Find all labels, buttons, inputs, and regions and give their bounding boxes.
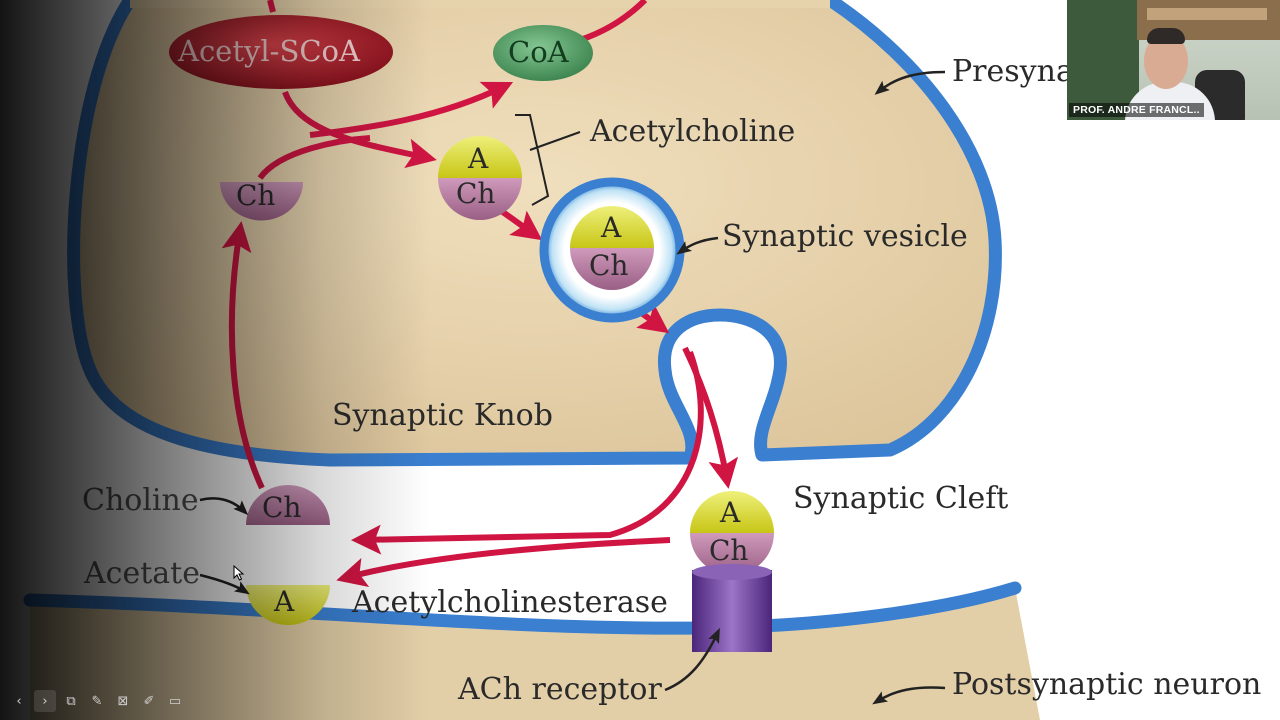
presynaptic-label: Presyna bbox=[952, 54, 1074, 89]
arrow-ach-to-vesicle bbox=[498, 207, 543, 241]
ach-knob-a-letter: A bbox=[468, 142, 489, 175]
acetyl-scoa-label: Acetyl-SCoA bbox=[178, 34, 360, 68]
ach-knob-ch-letter: Ch bbox=[456, 177, 496, 210]
acetylcholinesterase-label: Acetylcholinesterase bbox=[352, 585, 668, 620]
choline-cleft-letter: Ch bbox=[262, 491, 302, 524]
edit-icon[interactable]: ✐ bbox=[143, 693, 155, 709]
arrow-top-left bbox=[267, 0, 276, 13]
arrow-top bbox=[579, 0, 648, 43]
vesicle-a-letter: A bbox=[601, 211, 622, 244]
acetate-letter: A bbox=[274, 585, 295, 618]
video-background-wall bbox=[1067, 0, 1139, 120]
coa-label: CoA bbox=[508, 35, 569, 69]
choline-label: Choline bbox=[82, 483, 199, 518]
ach-receptor-label: ACh receptor bbox=[458, 672, 662, 707]
annotate-icon[interactable]: ⊠ bbox=[117, 693, 129, 709]
arrow-cleft-loop bbox=[351, 350, 704, 555]
vesicle-ch-letter: Ch bbox=[589, 249, 629, 282]
acetate-label: Acetate bbox=[84, 556, 200, 591]
receptor-ch-letter: Ch bbox=[709, 534, 749, 567]
postsynaptic-neuron-label: Postsynaptic neuron bbox=[952, 667, 1262, 702]
coa-molecule bbox=[493, 25, 593, 81]
acetylcholine-molecule bbox=[438, 136, 522, 220]
ach-on-receptor bbox=[690, 491, 774, 575]
synaptic-vesicle bbox=[539, 177, 685, 323]
participant-video-tile[interactable]: PROF. ANDRE FRANCL.. bbox=[1067, 0, 1280, 120]
prev-icon[interactable]: ‹ bbox=[16, 693, 22, 709]
pen-icon[interactable]: ✎ bbox=[91, 693, 103, 709]
choline-knob-letter: Ch bbox=[236, 179, 276, 212]
arrow-to-acetate bbox=[336, 537, 671, 588]
receptor-a-letter: A bbox=[720, 496, 741, 529]
next-icon[interactable]: › bbox=[34, 690, 56, 712]
ach-receptor-protein bbox=[692, 570, 772, 652]
present-icon[interactable]: ▭ bbox=[168, 693, 182, 709]
copy-icon[interactable]: ⧉ bbox=[66, 693, 76, 709]
synaptic-vesicle-label: Synaptic vesicle bbox=[722, 219, 968, 254]
acetylcholine-label: Acetylcholine bbox=[590, 114, 796, 149]
participant-name-label: PROF. ANDRE FRANCL.. bbox=[1069, 103, 1204, 117]
mouse-cursor-icon bbox=[233, 565, 245, 581]
synaptic-cleft-label: Synaptic Cleft bbox=[793, 481, 1009, 516]
synaptic-knob-label: Synaptic Knob bbox=[332, 398, 553, 433]
presentation-toolbar: ‹ › ⧉ ✎ ⊠ ✐ ▭ bbox=[8, 689, 186, 713]
